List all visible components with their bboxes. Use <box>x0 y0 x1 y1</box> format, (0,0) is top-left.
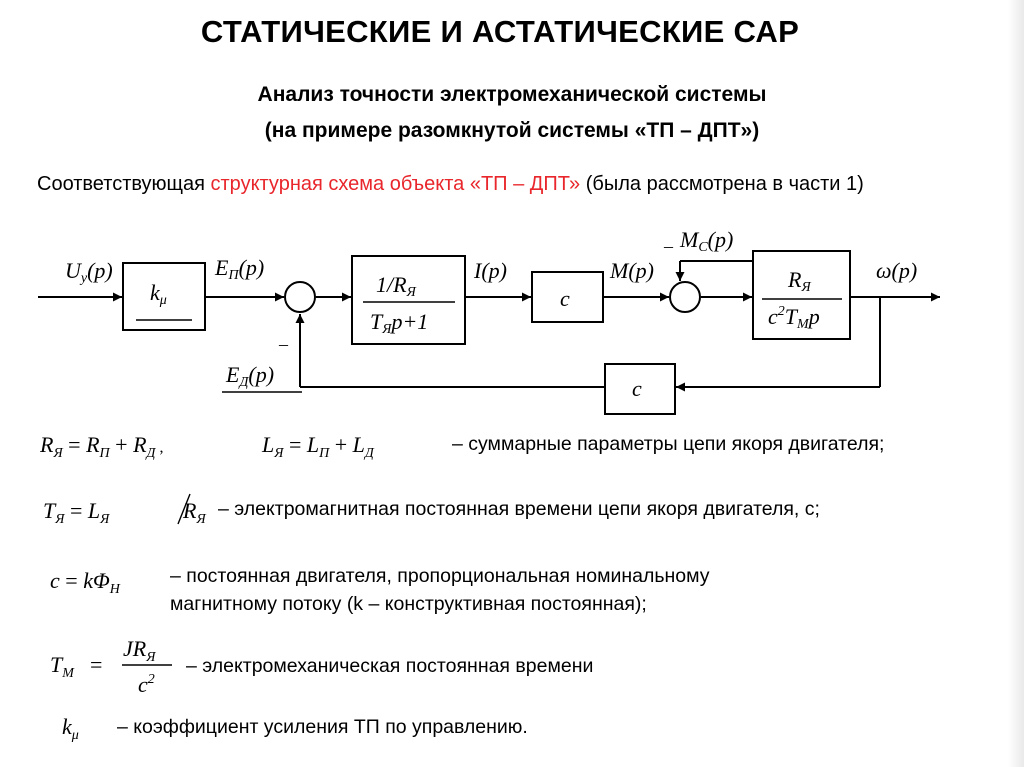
label-input-u: Uу(p) <box>65 258 113 286</box>
intro-highlight: структурная схема объекта «ТП – ДПТ» <box>210 173 581 195</box>
description-gain: – коэффициент усиления ТП по управлению. <box>117 716 528 738</box>
page-edge-shadow <box>1008 0 1024 767</box>
label-torque: M(p) <box>609 258 654 283</box>
label-tf1-numerator: 1/RЯ <box>376 272 417 300</box>
page-title: СТАТИЧЕСКИЕ И АСТАТИЧЕСКИЕ САР <box>200 14 800 49</box>
label-c-feedback: c <box>632 376 642 401</box>
formula-4-lhs: TM <box>50 652 75 681</box>
summing-junction-1 <box>284 281 316 313</box>
block-armature-tf <box>351 255 466 345</box>
block-c-forward <box>531 271 604 323</box>
label-omega: ω(p) <box>876 258 917 283</box>
label-k-mu: kμ <box>150 280 167 308</box>
formula-4-eq: = <box>90 652 102 677</box>
formula-4-numerator: JRЯ <box>123 636 156 665</box>
description-electromagnetic-time: – электромагнитная постоянная времени це… <box>218 498 820 520</box>
formula-gain: kμ <box>62 714 79 743</box>
formula-1b-text: LЯ = LП + LД <box>261 432 375 461</box>
block-c-feedback <box>604 363 676 415</box>
summing-junction-2 <box>669 281 701 313</box>
structural-diagram: Uу(p) kμ EП(p) 1/RЯ TЯp+1 I(p) c M(p) MC… <box>38 227 940 415</box>
label-c-forward: c <box>560 286 570 311</box>
label-tf2-numerator: RЯ <box>787 267 811 295</box>
intro-text-after: (была рассмотрена в части 1) <box>580 173 864 195</box>
intro-paragraph: Соответствующая структурная схема объект… <box>37 170 897 198</box>
minus-sign-ed: – <box>278 334 289 354</box>
description-armature-params: – суммарные параметры цепи якоря двигате… <box>452 433 885 455</box>
formula-4-denominator: c2 <box>138 672 155 697</box>
formula-electromechanical-time: TM = JRЯ c2 <box>50 636 172 697</box>
formula-5-text: kμ <box>62 714 79 743</box>
formula-electromagnetic-time: TЯ = LЯ RЯ <box>43 493 206 527</box>
description-motor-constant-1: – постоянная двигателя, пропорциональная… <box>170 565 710 587</box>
subtitle-line-2: (на примере разомкнутой системы «ТП – ДП… <box>264 119 760 142</box>
formula-2-denominator: RЯ <box>182 498 206 527</box>
label-mc: MC(p) <box>679 227 733 255</box>
block-mechanical-tf <box>752 250 851 340</box>
formula-armature-params: RЯ = RП + RД , LЯ = LП + LД <box>40 432 375 461</box>
formula-motor-constant: c = kΦН <box>50 568 121 597</box>
formula-1-text: RЯ = RП + RД , <box>40 432 163 461</box>
subtitle-line-1: Анализ точности электромеханической сист… <box>257 83 767 106</box>
description-motor-constant-2: магнитному потоку (k – конструктивная по… <box>170 593 647 615</box>
formula-3-text: c = kΦН <box>50 568 121 597</box>
label-current: I(p) <box>473 258 507 283</box>
label-tf2-denominator: c2TMp <box>768 304 820 332</box>
intro-text-before: Соответствующая <box>37 173 211 195</box>
division-slash <box>177 493 191 525</box>
label-ep: EП(p) <box>214 255 264 283</box>
minus-sign-mc: – <box>663 236 674 256</box>
description-electromechanical-time: – электромеханическая постоянная времени <box>186 655 594 677</box>
label-ed: EД(p) <box>225 362 274 390</box>
label-tf1-denominator: TЯp+1 <box>370 309 428 337</box>
formula-2-text: TЯ = LЯ <box>43 498 110 527</box>
